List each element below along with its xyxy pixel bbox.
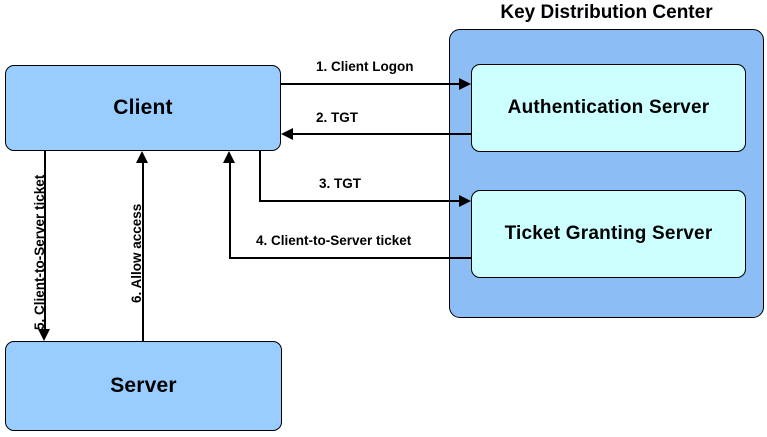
authentication-server-node: Authentication Server xyxy=(471,64,746,152)
ticket-granting-server-node: Ticket Granting Server xyxy=(471,190,746,278)
edge-5-label: 5. Client-to-Server ticket xyxy=(32,174,47,330)
client-node: Client xyxy=(5,65,281,151)
edge-6-label: 6. Allow access xyxy=(129,203,144,303)
edge-1-arrowhead xyxy=(459,78,471,90)
kdc-title: Key Distribution Center xyxy=(500,2,713,23)
edge-1-line xyxy=(281,83,459,85)
server-node: Server xyxy=(5,341,282,431)
edge-4-line-vertical xyxy=(229,163,231,258)
edge-3-label: 3. TGT xyxy=(319,176,362,191)
edge-3-line-vertical xyxy=(259,151,261,201)
edge-5-line xyxy=(44,151,46,329)
edge-6-arrowhead xyxy=(136,151,148,163)
edge-4-label: 4. Client-to-Server ticket xyxy=(256,233,412,248)
edge-3-arrowhead xyxy=(459,195,471,207)
edge-1-label: 1. Client Logon xyxy=(316,59,414,74)
edge-4-line-horizontal xyxy=(229,257,471,259)
edge-3-line-horizontal xyxy=(259,200,459,202)
edge-4-arrowhead xyxy=(223,151,235,163)
edge-2-arrowhead xyxy=(281,128,293,140)
edge-5-arrowhead xyxy=(38,329,50,341)
edge-2-label: 2. TGT xyxy=(316,110,359,125)
edge-2-line xyxy=(293,133,471,135)
edge-6-line xyxy=(142,163,144,341)
